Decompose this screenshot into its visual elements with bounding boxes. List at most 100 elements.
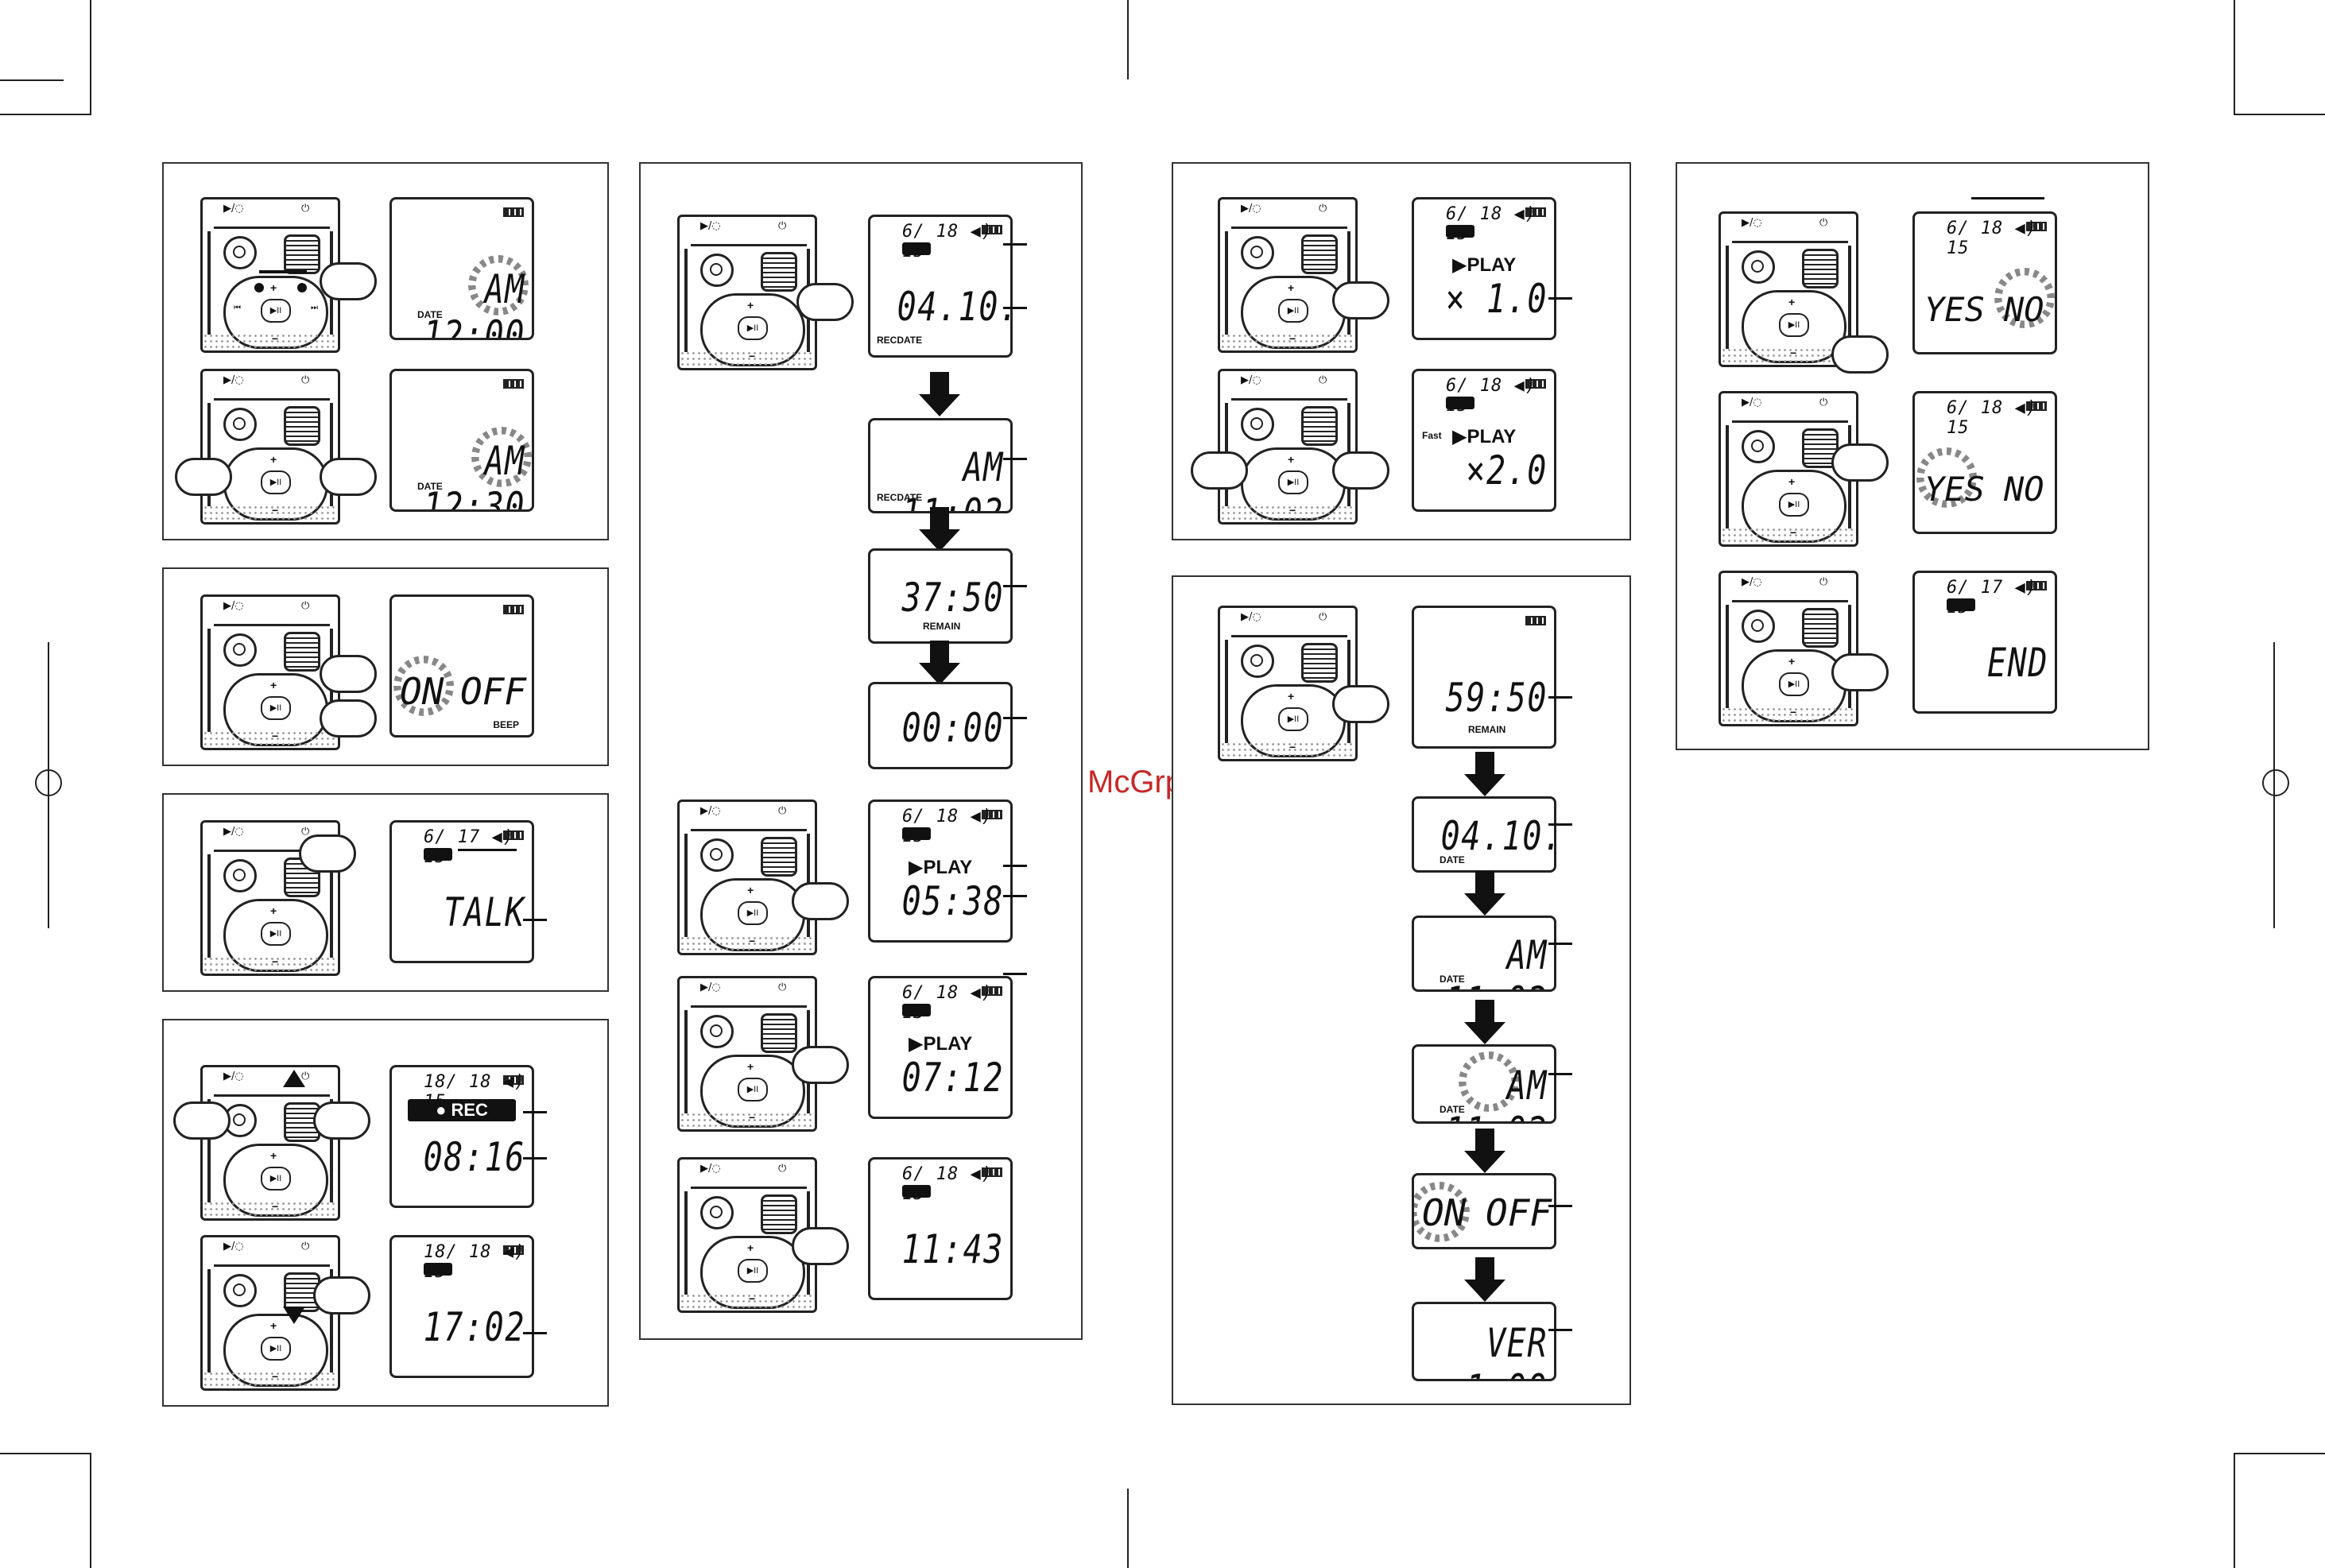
blink-burst-icon xyxy=(468,255,529,316)
callout-line xyxy=(1003,307,1027,309)
play-pause-button[interactable]: ▶II xyxy=(738,1259,768,1283)
fast-forward-icon: ⏭ xyxy=(311,304,318,312)
play-erase-label: ▶/◌ xyxy=(223,826,244,838)
record-button[interactable] xyxy=(1241,236,1274,269)
record-button[interactable] xyxy=(700,838,734,872)
play-pause-button[interactable]: ▶II xyxy=(1779,672,1809,696)
callout-line xyxy=(1003,717,1027,719)
lcd-main-text: AM 12:00 xyxy=(423,266,525,340)
lcd-status: 6/ 18 ◀) 15 xyxy=(902,222,993,261)
lcd-screen: 04.10.'16 DATE xyxy=(1412,796,1556,873)
plus-button: + xyxy=(1788,296,1796,308)
play-erase-label: ▶/◌ xyxy=(223,600,244,612)
finger-pointer-icon xyxy=(320,655,377,693)
record-button[interactable] xyxy=(1742,250,1775,284)
finger-pointer-icon xyxy=(313,1101,370,1140)
recorder-device: ▶/◌ ⏻ + ▶II − xyxy=(200,1065,340,1221)
callout-line xyxy=(1548,1073,1572,1075)
battery-icon xyxy=(503,207,524,217)
blink-burst-icon xyxy=(471,427,532,487)
lcd-main-text: 59:50 xyxy=(1445,675,1548,721)
lcd-screen: 6/ 17 ◀) 15 TALK xyxy=(389,820,534,963)
power-icon: ⏻ xyxy=(301,826,310,838)
lcd-screen: AM 11:02 DATE xyxy=(1412,916,1556,992)
recorder-device: ▶/◌ ⏻ + ▶II − xyxy=(1719,211,1858,367)
lcd-status: 6/ 18 ◀) 13 xyxy=(902,983,993,1023)
play-pause-button[interactable]: ▶II xyxy=(1278,707,1308,731)
arrow-down-icon xyxy=(1464,1000,1505,1044)
finger-pointer-icon xyxy=(1332,685,1389,723)
folder-icon xyxy=(902,242,931,255)
lcd-main-text: 17:02 xyxy=(423,1304,525,1350)
battery-icon xyxy=(982,986,1002,996)
microphone-grill xyxy=(1301,234,1338,274)
play-pause-button[interactable]: ▶II xyxy=(738,1078,768,1101)
folder-icon xyxy=(1446,397,1474,409)
record-button[interactable] xyxy=(1241,408,1274,441)
finger-pointer-icon xyxy=(792,882,849,920)
play-pause-button[interactable]: ▶II xyxy=(738,316,768,340)
lcd-label: DATE xyxy=(1440,854,1465,865)
arrow-up-icon xyxy=(283,1070,305,1087)
lcd-status: 6/ 18 ◀) 15 xyxy=(1947,219,2037,258)
lcd-main-text: 05:38 xyxy=(901,878,1004,924)
play-pause-button[interactable]: ▶II xyxy=(261,470,291,494)
crop-mark xyxy=(0,1453,91,1454)
record-button[interactable] xyxy=(1742,430,1775,463)
record-button[interactable] xyxy=(700,254,734,287)
arrow-down-icon xyxy=(1464,1257,1505,1302)
battery-icon xyxy=(503,830,524,840)
play-indicator: ▶PLAY xyxy=(1452,426,1517,447)
power-icon: ⏻ xyxy=(1819,397,1828,408)
blink-burst-icon xyxy=(1994,268,2055,328)
record-button[interactable] xyxy=(700,1196,734,1229)
record-button[interactable] xyxy=(1742,610,1775,643)
arrow-down-icon xyxy=(919,507,960,552)
callout-line xyxy=(1548,943,1572,945)
lcd-screen: ON OFF BEEP xyxy=(389,594,534,738)
play-erase-label: ▶/◌ xyxy=(1241,374,1261,386)
play-pause-button[interactable]: ▶II xyxy=(261,299,291,323)
arrow-down-icon xyxy=(919,641,960,685)
lcd-label: DATE xyxy=(1440,974,1465,985)
record-button[interactable] xyxy=(223,1274,257,1307)
finger-pointer-icon xyxy=(320,699,377,738)
folder-icon xyxy=(1446,225,1474,238)
callout-line xyxy=(1548,1329,1572,1331)
play-pause-button[interactable]: ▶II xyxy=(1779,493,1809,517)
recorder-device: ▶/◌ ⏻ + ▶II − xyxy=(200,594,340,750)
record-button[interactable] xyxy=(223,633,257,667)
record-button[interactable] xyxy=(700,1015,734,1048)
recorder-device: ▶/◌ ⏻ + ▶II − xyxy=(677,799,817,955)
play-pause-button[interactable]: ▶II xyxy=(1779,313,1809,337)
play-erase-label: ▶/◌ xyxy=(700,220,721,232)
play-pause-button[interactable]: ▶II xyxy=(261,696,291,720)
callout-line xyxy=(1971,197,2044,199)
lcd-screen: AM 11:02 DATE xyxy=(1412,1044,1556,1124)
finger-pointer-icon xyxy=(173,1101,231,1140)
lcd-main-text: 37:50 xyxy=(901,575,1004,621)
record-button[interactable] xyxy=(1241,645,1274,678)
callout-line xyxy=(523,919,547,921)
play-pause-button[interactable]: ▶II xyxy=(1278,299,1308,323)
play-pause-button[interactable]: ▶II xyxy=(1278,470,1308,494)
lcd-status: 6/ 18 ◀) 15 xyxy=(902,807,993,846)
arrow-down-icon xyxy=(1464,871,1505,916)
play-pause-button[interactable]: ▶II xyxy=(261,1337,291,1361)
lcd-screen: 6/ 18 ◀) 15 Fast ▶PLAY ×2.0 xyxy=(1412,369,1556,512)
record-button[interactable] xyxy=(223,408,257,441)
record-button[interactable] xyxy=(223,859,257,892)
lcd-main-text: END xyxy=(1986,640,2048,686)
speed-value: × 1.0 xyxy=(1445,276,1548,322)
battery-icon xyxy=(1525,616,1546,625)
record-button[interactable] xyxy=(223,236,257,269)
microphone-grill xyxy=(761,1194,797,1234)
play-pause-button[interactable]: ▶II xyxy=(261,1167,291,1191)
play-pause-button[interactable]: ▶II xyxy=(738,901,768,925)
yes-option: YES xyxy=(1924,470,1985,509)
play-pause-button[interactable]: ▶II xyxy=(261,922,291,946)
microphone-grill xyxy=(1802,249,1839,288)
blink-burst-icon xyxy=(1459,1051,1519,1112)
callout-line xyxy=(1003,243,1027,246)
power-icon: ⏻ xyxy=(301,1070,310,1082)
